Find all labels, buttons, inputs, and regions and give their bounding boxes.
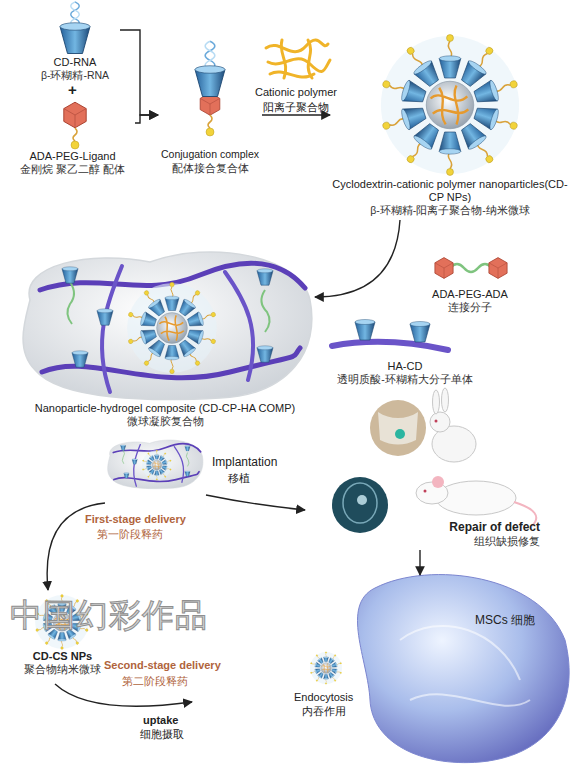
figure-sublabel: 连接分子	[405, 301, 535, 314]
nanoparticle	[310, 652, 343, 685]
watermark: 中国幻彩作品	[10, 598, 208, 632]
annotation-label: +	[68, 83, 77, 97]
figure-label: MSCs 细胞	[360, 613, 535, 628]
figure-sublabel: 配体接合复合体	[158, 162, 262, 175]
annotation-label: 阳离子聚合物	[250, 100, 342, 114]
labeled-figure: ADA-PEG-Ligand金刚烷 聚乙二醇 配体	[10, 98, 135, 176]
nanoparticle	[380, 35, 521, 176]
annotation-label: First-stage delivery	[85, 512, 186, 526]
figure-label: ADA-PEG-Ligand	[10, 150, 135, 163]
annotation-label: Second-stage delivery	[104, 658, 221, 672]
labeled-figure: HA-CD透明质酸-环糊精大分子单体	[325, 325, 485, 386]
rabbit-knee-picture	[370, 388, 476, 462]
annotation-label: 第二阶段释药	[122, 674, 188, 688]
figure-label: Nanoparticle-hydrogel composite (CD-CP-H…	[15, 402, 315, 415]
ada-peg-ligand	[64, 102, 86, 149]
annotation-label: 细胞摄取	[140, 727, 184, 741]
connector-arrow	[262, 114, 330, 115]
figure-sublabel: 透明质酸-环糊精大分子单体	[325, 373, 485, 386]
labeled-figure: Conjugation complex配体接合复合体	[158, 38, 262, 175]
edge-label: Cationic polymer	[253, 86, 339, 99]
msc-cell	[358, 575, 570, 763]
figure-sublabel: β-环糊精-RNA	[30, 69, 120, 82]
annotation-label: uptake	[143, 713, 178, 727]
second-stage-arrow	[55, 684, 192, 706]
connector-arrow	[315, 220, 400, 297]
annotation-label: 内吞作用	[302, 704, 346, 718]
cyclodextrin-cone	[60, 23, 90, 54]
ha-cd	[332, 320, 448, 351]
labeled-figure: ADA-PEG-ADA连接分子	[405, 250, 535, 314]
labeled-figure: Nanoparticle-hydrogel composite (CD-CP-H…	[15, 252, 315, 428]
labeled-figure: Repair of defect组织缺损修复	[320, 392, 540, 548]
figure-label: CD-CS NPs	[15, 650, 110, 663]
hydrogel-composite	[23, 252, 312, 400]
hydrogel-composite-small	[108, 440, 203, 489]
figure-sublabel: β-环糊精-阳离子聚合物-纳米微球	[330, 204, 570, 217]
figure-label: ADA-PEG-ADA	[405, 288, 535, 301]
figure-label: Repair of defect	[320, 520, 540, 535]
labeled-figure: MSCs 细胞	[360, 575, 565, 760]
labeled-figure: CD-RNAβ-环糊精-RNA	[30, 0, 120, 82]
connector-arrow	[419, 550, 420, 575]
figure-label: CD-RNA	[30, 56, 120, 69]
figure-label: Cyclodextrin-cationic polymer nanopartic…	[330, 178, 570, 204]
annotation-label: 移植	[228, 471, 250, 485]
figure-label: HA-CD	[325, 360, 485, 373]
figure-sublabel: 聚合物纳米微球	[15, 663, 110, 676]
figure-sublabel: 组织缺损修复	[320, 535, 540, 548]
figure-label: Conjugation complex	[158, 148, 262, 162]
labeled-figure: Cyclodextrin-cationic polymer nanopartic…	[330, 28, 570, 217]
figure-sublabel: 金刚烷 聚乙二醇 配体	[10, 163, 135, 176]
conjugation-complex	[195, 41, 225, 136]
annotation-label: 第一阶段释药	[97, 527, 163, 541]
annotation-label: Implantation	[212, 455, 277, 469]
connector-arrow	[135, 115, 158, 123]
annotation-label: Endocytosis	[294, 690, 353, 704]
ada-peg-ada	[435, 258, 507, 279]
cationic-polymer	[266, 40, 330, 78]
implantation-arrow	[206, 495, 305, 510]
figure-sublabel: 微球凝胶复合物	[15, 415, 315, 428]
connector-arrow	[120, 30, 158, 115]
